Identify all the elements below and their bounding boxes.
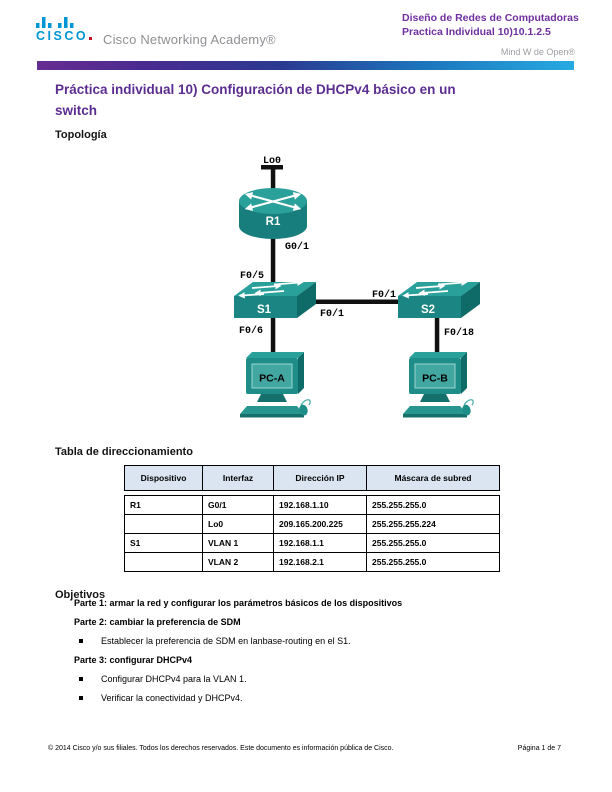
cell-device	[124, 552, 203, 572]
page-title: Práctica individual 10) Configuración de…	[55, 79, 555, 121]
topology-diagram: Lo0 G0/1 F0/5 R1 F0/1 F0/1	[234, 156, 480, 418]
page-title-line2: switch	[55, 103, 98, 118]
brand-text: Cisco Networking Academy®	[103, 32, 276, 47]
s1-f01-label: F0/1	[320, 308, 344, 320]
col-header-interface: Interfaz	[202, 465, 274, 491]
s2-f018-label: F0/18	[444, 327, 474, 339]
objective-part-1: Parte 1: armar la red y configurar los p…	[74, 598, 403, 608]
switch-s1-icon: S1	[234, 279, 316, 318]
r1-g01-label: G0/1	[285, 241, 309, 253]
objective-bullet-text: Verificar la conectividad y DHCPv4.	[101, 693, 243, 703]
cell-interface: VLAN 2	[202, 552, 274, 572]
cisco-tagline: Mind W de Open®	[500, 47, 575, 57]
col-header-device: Dispositivo	[124, 465, 203, 491]
page-title-line1: Práctica individual 10) Configuración de…	[55, 82, 456, 97]
objective-bullet-text: Establecer la preferencia de SDM en lanb…	[101, 636, 351, 646]
loopback-cable	[270, 165, 276, 195]
router-r1-icon: R1	[239, 188, 307, 239]
header-course-block: Diseño de Redes de Computadoras Practica…	[402, 11, 603, 59]
pc-a-icon: PC-A	[240, 352, 311, 418]
bullet-square-icon	[79, 639, 83, 643]
objective-bullet-text: Configurar DHCPv4 para la VLAN 1.	[101, 674, 247, 684]
cell-interface: VLAN 1	[202, 533, 274, 553]
switch-s2-label: S2	[421, 304, 435, 316]
cable-s1-s2	[314, 299, 399, 304]
col-header-ip: Dirección IP	[273, 465, 367, 491]
table-row: R1 G0/1 192.168.1.10 255.255.255.0	[124, 495, 500, 515]
cell-device: R1	[124, 495, 203, 515]
cell-device	[124, 514, 203, 534]
course-title: Diseño de Redes de Computadoras	[402, 12, 579, 24]
header-gradient-bar	[37, 61, 574, 70]
loopback-label: Lo0	[263, 156, 281, 167]
page-footer: © 2014 Cisco y/o sus filiales. Todos los…	[48, 745, 561, 752]
s2-f01-label: F0/1	[372, 289, 396, 301]
cell-ip: 192.168.1.1	[273, 533, 367, 553]
cell-ip: 209.165.200.225	[273, 514, 367, 534]
cell-mask: 255.255.255.0	[366, 495, 500, 515]
bullet-square-icon	[79, 696, 83, 700]
objective-bullet: Configurar DHCPv4 para la VLAN 1.	[74, 674, 564, 684]
table-header-row: Dispositivo Interfaz Dirección IP Máscar…	[124, 465, 500, 491]
doc-number: Practica Individual 10)10.1.2.5	[402, 26, 551, 38]
router-r1-label: R1	[266, 216, 281, 228]
addressing-table-header: Dispositivo Interfaz Dirección IP Máscar…	[124, 465, 500, 491]
cell-interface: G0/1	[202, 495, 274, 515]
pc-b-label: PC-B	[422, 373, 448, 385]
cable-s2-pcb	[434, 318, 440, 360]
cisco-logo-bars-icon	[36, 17, 74, 28]
table-row: VLAN 2 192.168.2.1 255.255.255.0	[124, 552, 500, 572]
s1-f05-label: F0/5	[240, 270, 264, 282]
objective-part-2: Parte 2: cambiar la preferencia de SDM	[74, 617, 241, 627]
objective-part-3: Parte 3: configurar DHCPv4	[74, 655, 193, 665]
cell-mask: 255.255.255.0	[366, 533, 500, 553]
page-number: Página 1 de 7	[517, 745, 561, 752]
cell-ip: 192.168.1.10	[273, 495, 367, 515]
objectives-list: Parte 1: armar la red y configurar los p…	[74, 598, 564, 712]
switch-s1-label: S1	[257, 304, 272, 316]
copyright-text: © 2014 Cisco y/o sus filiales. Todos los…	[48, 745, 394, 752]
cell-mask: 255.255.255.224	[366, 514, 500, 534]
cell-device: S1	[124, 533, 203, 553]
cisco-logo-wordmark: CISCO	[36, 29, 93, 43]
bullet-square-icon	[79, 677, 83, 681]
cable-r1-s1	[270, 236, 276, 285]
switch-s2-icon: S2	[398, 279, 480, 318]
objective-bullet: Establecer la preferencia de SDM en lanb…	[74, 636, 564, 646]
addressing-table: R1 G0/1 192.168.1.10 255.255.255.0 Lo0 2…	[124, 495, 500, 572]
objectives-heading: Objetivos	[55, 589, 106, 601]
cell-interface: Lo0	[202, 514, 274, 534]
topology-heading: Topología	[55, 129, 107, 141]
pc-a-label: PC-A	[259, 373, 285, 385]
cisco-trademark-dot	[89, 37, 93, 40]
addressing-heading: Tabla de direccionamiento	[55, 446, 193, 458]
cell-mask: 255.255.255.0	[366, 552, 500, 572]
pc-b-icon: PC-B	[403, 352, 474, 418]
cell-ip: 192.168.2.1	[273, 552, 367, 572]
objective-bullet: Verificar la conectividad y DHCPv4.	[74, 693, 564, 703]
table-row: S1 VLAN 1 192.168.1.1 255.255.255.0	[124, 533, 500, 553]
cable-s1-pca	[270, 318, 276, 360]
table-row: Lo0 209.165.200.225 255.255.255.224	[124, 514, 500, 534]
s1-f06-label: F0/6	[239, 325, 263, 337]
col-header-mask: Máscara de subred	[366, 465, 500, 491]
